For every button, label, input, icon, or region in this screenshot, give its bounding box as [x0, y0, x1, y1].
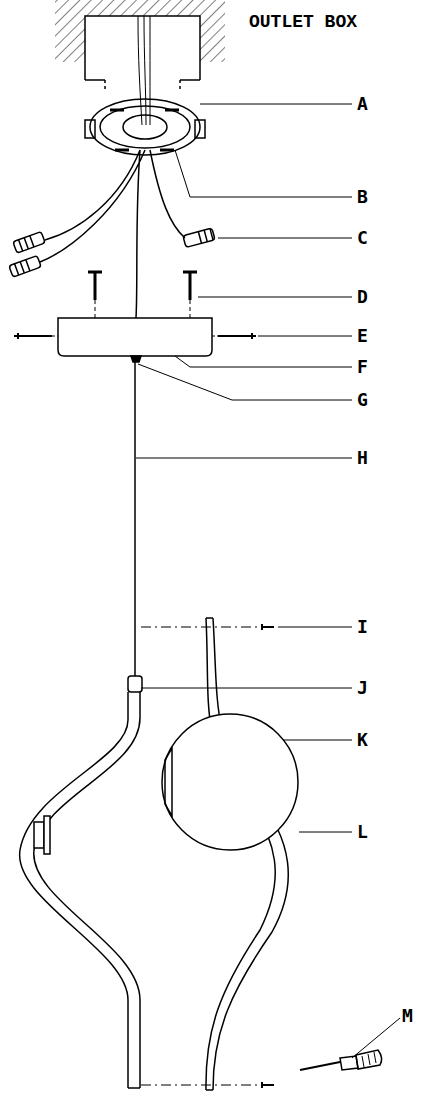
mounting-screws: [88, 272, 352, 318]
callout-letter: L: [356, 822, 369, 842]
mounting-plate: [85, 99, 352, 197]
callout-letter: H: [356, 448, 369, 468]
wire-connectors: [9, 150, 352, 318]
suspension-cable: [128, 362, 352, 692]
callout-letter: K: [356, 730, 369, 750]
right-frame-strip: [206, 618, 352, 1090]
callout-letter: D: [356, 287, 369, 307]
callout-letter: F: [356, 357, 369, 377]
left-frame-strip: [20, 688, 352, 1088]
frame-screws: [141, 624, 352, 1088]
callout-letter: E: [356, 326, 369, 346]
callout-letter: C: [356, 228, 369, 248]
glass-globe: [162, 714, 352, 850]
callout-letter: G: [356, 390, 369, 410]
callout-letter: B: [356, 187, 369, 207]
part-caption: OUTLET BOX: [248, 12, 358, 32]
callout-letter: I: [356, 617, 369, 637]
callout-letter: A: [356, 94, 369, 114]
canopy: [14, 318, 352, 400]
screwdriver: [300, 1018, 400, 1070]
callout-letter: M: [401, 1006, 414, 1026]
callout-letter: J: [356, 678, 369, 698]
